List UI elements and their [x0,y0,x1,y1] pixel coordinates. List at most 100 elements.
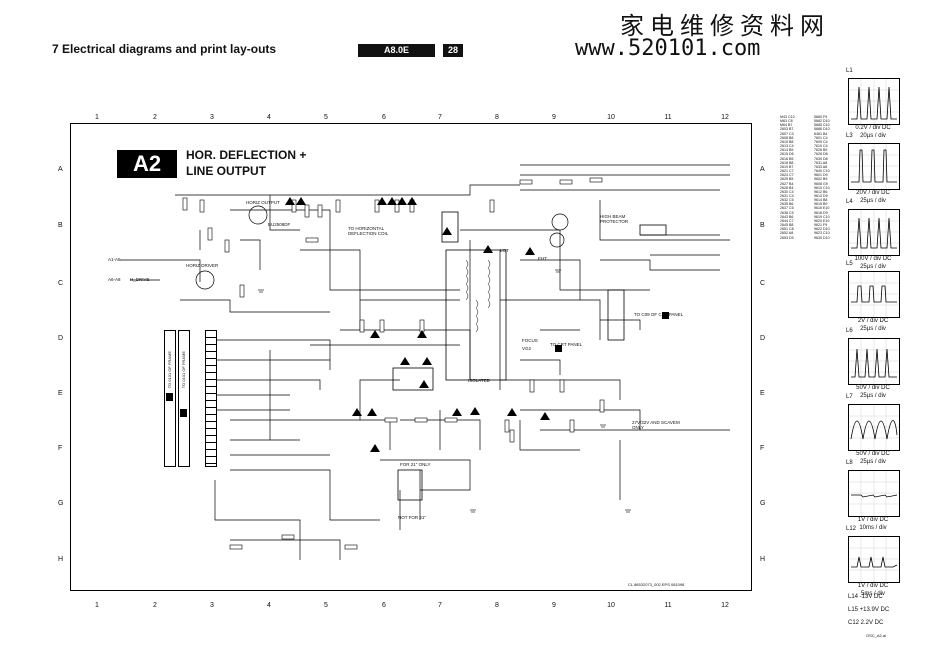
label-focus: FOCUS [522,338,538,343]
column-number-top: 8 [495,114,499,121]
label-transistor-type: BU2508DF [268,222,291,227]
scope-scale: 1V / div DC [857,517,889,523]
column-number-bottom: 2 [153,602,157,609]
parts-list-entry: 7626 B9 [814,148,828,153]
parts-list-entry: 2630 C4 [780,189,794,194]
parts-list-entry: M43 C10 [780,115,795,119]
parts-list-entry: 5686 D10 [814,127,830,132]
row-letter-left: A [58,166,63,173]
column-number-bottom: 5 [324,602,328,609]
label-to-c09: TO C09 OF CRT PANEL [634,312,684,317]
scope-trace [848,271,900,318]
scope-trace [848,209,900,256]
scope-scale: 2V / div DC [857,318,889,324]
parts-list-entry: 2618 B8 [780,160,794,165]
row-letter-left: G [58,500,64,507]
scope-label: L3 [846,133,853,139]
row-letter-right: E [760,390,765,397]
row-letter-right: B [760,222,765,229]
scope-label: L1 [846,68,853,74]
watermark-url: www.520101.com [575,36,761,61]
parts-list-entry: 2624 C7 [780,173,794,178]
label-a1-a5: A1-A5 [108,257,121,262]
page-title: 7 Electrical diagrams and print lay-outs [52,42,277,56]
column-number-top: 11 [664,114,672,121]
parts-list-entry: M64 B7 [780,123,793,128]
parts-list-entry: 2635 B6 [780,202,794,207]
scope-scale: 50V / div DC [856,451,890,457]
diagram-title-line1: HOR. DEFLECTION + [186,148,307,162]
scope-timebase: 25µs / div [860,459,886,465]
scope-label: L4 [846,199,853,205]
parts-list-entry: 5685 C10 [814,123,830,128]
parts-list-entry: 9619 C10 [814,214,830,219]
parts-list-entry: 2632 C5 [780,198,794,203]
parts-list-entry: 7609 C4 [814,139,828,144]
frame-connector-1-label: TO 0101 OF FRAME [167,351,172,389]
parts-list-entry: 2615 D6 [780,152,794,157]
column-number-bottom: 4 [267,602,271,609]
parts-list-entry: 2645 B8 [780,223,794,228]
row-letter-right: F [760,445,765,452]
label-vg2: VG2 [522,346,532,351]
parts-list-entry: 2653 D9 [780,235,794,240]
parts-list-entry: 9623 C10 [814,231,830,236]
pin-header-m [205,330,217,467]
parts-list-entry: 2603 B7 [780,127,794,132]
column-number-bottom: 9 [552,602,556,609]
connector-2-marker [180,409,187,417]
scope-code: OSC_A2.ai [866,633,887,638]
parts-list-entry: 9608 G9 [814,181,828,186]
diagram-badge: A2 [117,150,177,178]
column-number-bottom: 3 [210,602,214,609]
column-number-bottom: 7 [438,602,442,609]
parts-list-entry: 9630 D10 [814,235,830,240]
model-badge: A8.0E [358,44,435,57]
label-to-crt-panel: TO CRT PANEL [550,342,583,347]
parts-list-entry: 2637 C5 [780,206,794,211]
scope-timebase: 25µs / div [860,264,886,270]
frame-connector-2: TO 0101 OF FRAME [178,330,190,467]
label-not-for-21: NOT FOR 21" [398,515,427,520]
parts-list-entry: 2631 C4 [780,193,794,198]
scope-timebase: 5ms / div [860,591,885,597]
parts-list-entry: 2621 C7 [780,169,794,174]
label-a6-a8: A6-A8 [108,277,121,282]
parts-list-entry: 2644 C7 [780,218,794,223]
label-eht: EHT [538,256,547,261]
parts-list-entry: 7610 C4 [814,144,828,149]
parts-list-entry: 9614 B8 [814,198,828,203]
scope-label: L5 [846,261,853,267]
column-number-top: 5 [324,114,328,121]
watermark-chinese: 家电维修资料网 [620,12,830,40]
row-letter-left: H [58,556,64,563]
parts-list-entry: 6481 B4 [814,131,828,136]
dc-level-l15: L15 +13.9V DC [848,607,890,613]
parts-list-entry: 2614 B9 [780,148,794,153]
scope-label: L7 [846,394,853,400]
column-number-bottom: 1 [95,602,99,609]
column-number-bottom: 8 [495,602,499,609]
dc-level-l14: L14 -13V DC [848,594,883,600]
row-letter-right: G [760,500,766,507]
scope-scale: 20V / div DC [856,190,890,196]
crt-panel-marker-2 [555,345,562,352]
frame-connector-1: TO 0101 OF FRAME [164,330,176,467]
scope-scale: 50V / div DC [856,385,890,391]
parts-list-entry: 5680 F9 [814,115,828,119]
column-number-top: 6 [382,114,386,121]
scope-scale: 0.2V / div DC [855,125,891,131]
scope-trace [848,338,900,385]
parts-list-entry: 9618 D9 [814,210,828,215]
parts-list-entry: 7633 A8 [814,164,828,169]
column-number-top: 3 [210,114,214,121]
parts-list-entry: 9622 D10 [814,227,830,232]
row-letter-right: D [760,335,766,342]
scope-trace [848,536,900,583]
parts-list-entry: 9601 D9 [814,173,828,178]
page-number: 28 [443,44,463,57]
parts-list-entry: 2651 C8 [780,227,794,232]
column-number-bottom: 6 [382,602,386,609]
row-letter-left: B [58,222,63,229]
